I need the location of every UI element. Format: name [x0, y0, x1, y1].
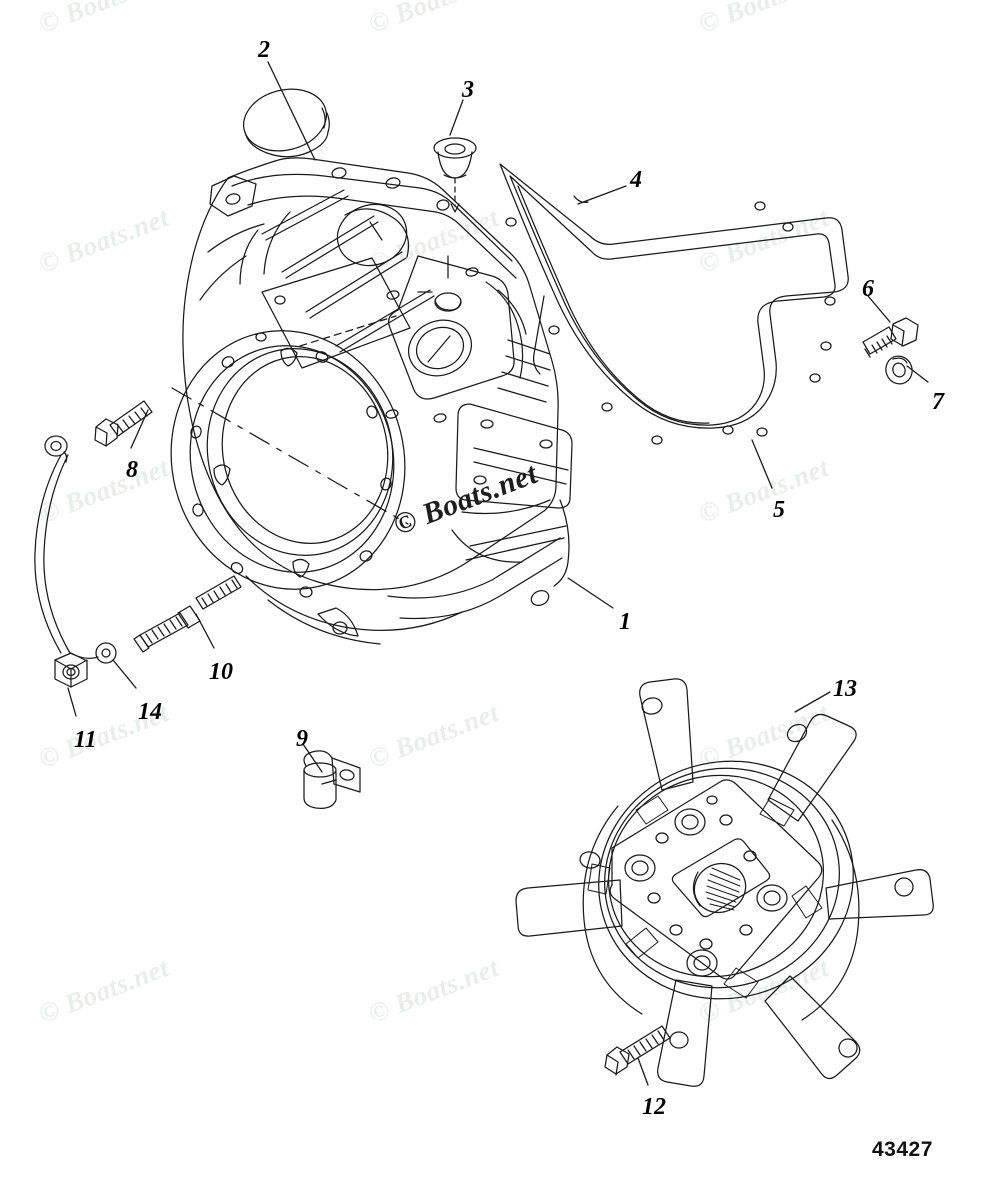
callout-ground-strap: 14	[138, 699, 162, 725]
part-6-hex-bolt	[863, 318, 918, 357]
leader-line-cable-clamp	[303, 744, 322, 772]
callout-leader-lines	[68, 62, 928, 1085]
part-9-cable-clamp	[304, 751, 360, 808]
part-13-drive-coupler	[516, 679, 933, 1086]
leader-line-hex-bolt	[868, 296, 890, 322]
part-1-bell-housing	[144, 158, 572, 644]
leader-line-nut	[68, 688, 76, 716]
part-7-lock-washer	[882, 352, 916, 387]
leader-line-drive-coupler	[795, 692, 830, 712]
callout-gasket: 5	[773, 497, 785, 523]
leader-line-rubber-plug	[450, 100, 463, 135]
callout-stud: 10	[209, 659, 233, 685]
bell-housing-flange	[144, 306, 432, 614]
callout-drive-coupler: 13	[833, 676, 857, 702]
leader-line-lock-washer	[907, 366, 928, 382]
leader-line-gasket-upper-edge	[578, 186, 626, 204]
callout-cable-clamp: 9	[296, 726, 308, 752]
part-5-gasket	[500, 164, 848, 444]
coupler-hub-plate	[610, 780, 822, 979]
callout-lock-washer: 7	[932, 389, 944, 415]
part-8-bolt	[95, 401, 152, 446]
leader-line-bolt	[131, 410, 148, 448]
part-10-stud	[134, 576, 241, 652]
callout-cover-plug: 2	[258, 37, 270, 63]
part-12-coupler-bolt	[605, 1026, 670, 1075]
callout-coupler-bolt: 12	[642, 1094, 666, 1120]
callout-nut: 11	[74, 727, 97, 753]
coupler-arms	[516, 679, 933, 1086]
leader-line-cover-plug	[268, 62, 315, 160]
leader-line-stud	[196, 614, 214, 648]
part-14-ground-strap	[35, 436, 116, 663]
callout-bolt: 8	[126, 457, 138, 483]
callout-gasket-upper-edge: 4	[630, 167, 642, 193]
leader-line-coupler-bolt	[638, 1058, 648, 1085]
callout-rubber-plug: 3	[462, 77, 474, 103]
leader-line-gasket	[752, 440, 772, 488]
part-2-cover-plug	[237, 81, 333, 160]
leader-line-ground-strap	[113, 660, 136, 688]
callout-bell-housing: 1	[619, 609, 631, 635]
leader-line-bell-housing	[568, 578, 613, 608]
drawing-number: 43427	[872, 1138, 933, 1161]
callout-hex-bolt: 6	[862, 276, 874, 302]
